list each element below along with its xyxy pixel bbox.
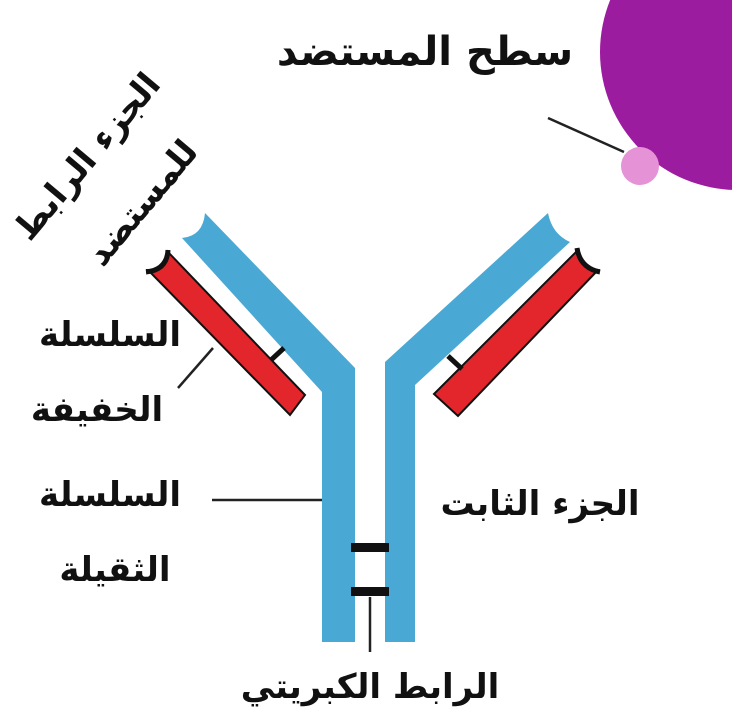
light-chain-label-line-1: السلسلة: [25, 318, 195, 352]
disulfide-bond-lower: [351, 587, 389, 596]
heavy-chain-label-line-1: السلسلة: [25, 478, 195, 512]
light-chain-label-line-2: الخفيفة: [12, 393, 182, 427]
heavy-chain-left: [182, 213, 355, 642]
antigen-surface-label: سطح المستضد: [270, 32, 580, 72]
heavy-chain-right: [385, 213, 570, 642]
pointer-line-light-chain: [178, 348, 213, 388]
disulfide-bond-label: الرابط الكبريتي: [205, 670, 535, 704]
pointer-line-antigen: [548, 118, 624, 152]
antigen-surface: [600, 0, 732, 190]
chain-connector-right: [448, 356, 462, 369]
heavy-chain-label-line-2: الثقيلة: [30, 553, 200, 587]
antigen: [621, 147, 659, 185]
chain-connector-left: [271, 348, 284, 360]
constant-region-label: الجزء الثابت: [420, 487, 660, 521]
disulfide-bond-upper: [351, 543, 389, 552]
